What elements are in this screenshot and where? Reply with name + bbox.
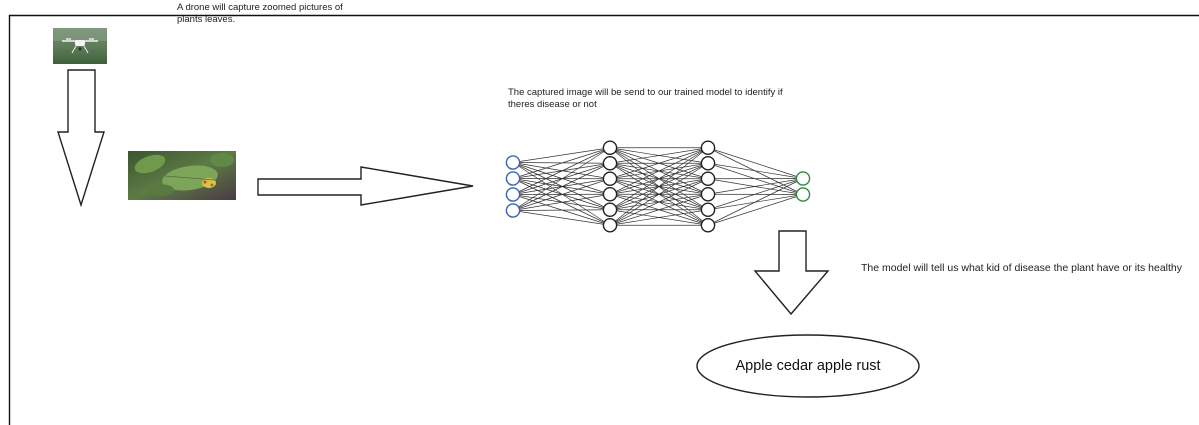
nn-edge (609, 147, 709, 195)
nn-node (505, 171, 521, 186)
nn-edge (609, 147, 709, 226)
nn-edge (512, 162, 611, 211)
nn-edge (512, 193, 611, 211)
drone-caption: A drone will capture zoomed pictures of … (177, 2, 343, 26)
nn-edge (512, 209, 611, 211)
neural-network-edges (512, 147, 804, 226)
nn-edge (512, 147, 611, 179)
nn-node (700, 171, 716, 187)
neural-network-nodes (505, 140, 811, 233)
nn-node (795, 171, 811, 186)
nn-edge (609, 209, 709, 226)
model-caption: The captured image will be send to our t… (508, 87, 783, 111)
nn-edge (707, 162, 804, 179)
nn-edge (512, 147, 611, 195)
result-caption: The model will tell us what kid of disea… (861, 262, 1183, 274)
result-ellipse (696, 334, 920, 398)
nn-edge (707, 194, 804, 226)
leaf-photo-icon (128, 151, 236, 200)
nn-edge (707, 178, 804, 211)
nn-edge (609, 162, 709, 226)
nn-edge (609, 147, 709, 164)
down-arrow-2 (753, 230, 830, 316)
result-label: Apple cedar apple rust (735, 357, 881, 374)
nn-edge (512, 178, 611, 211)
nn-edge (609, 147, 709, 180)
nn-node (505, 203, 521, 218)
nn-edge (512, 147, 611, 163)
nn-node (602, 217, 618, 233)
nn-node (505, 155, 521, 170)
nn-edge (609, 193, 709, 226)
nn-edge (707, 178, 804, 195)
nn-node (602, 140, 618, 156)
nn-node (700, 155, 716, 171)
nn-node (602, 202, 618, 218)
drone-photo-icon (53, 28, 107, 64)
nn-node (602, 155, 618, 171)
down-arrow-1 (57, 69, 105, 208)
nn-node (795, 187, 811, 202)
nn-node (602, 171, 618, 187)
nn-edge (609, 178, 709, 226)
nn-node (700, 186, 716, 202)
nn-node (505, 187, 521, 202)
right-arrow (257, 166, 474, 206)
nn-edge (512, 210, 611, 226)
nn-node (700, 217, 716, 233)
nn-edge (707, 147, 804, 179)
nn-node (602, 186, 618, 202)
nn-node (700, 140, 716, 156)
nn-node (700, 202, 716, 218)
nn-edge (512, 147, 611, 211)
nn-edge (707, 178, 804, 226)
nn-edge (609, 147, 709, 211)
